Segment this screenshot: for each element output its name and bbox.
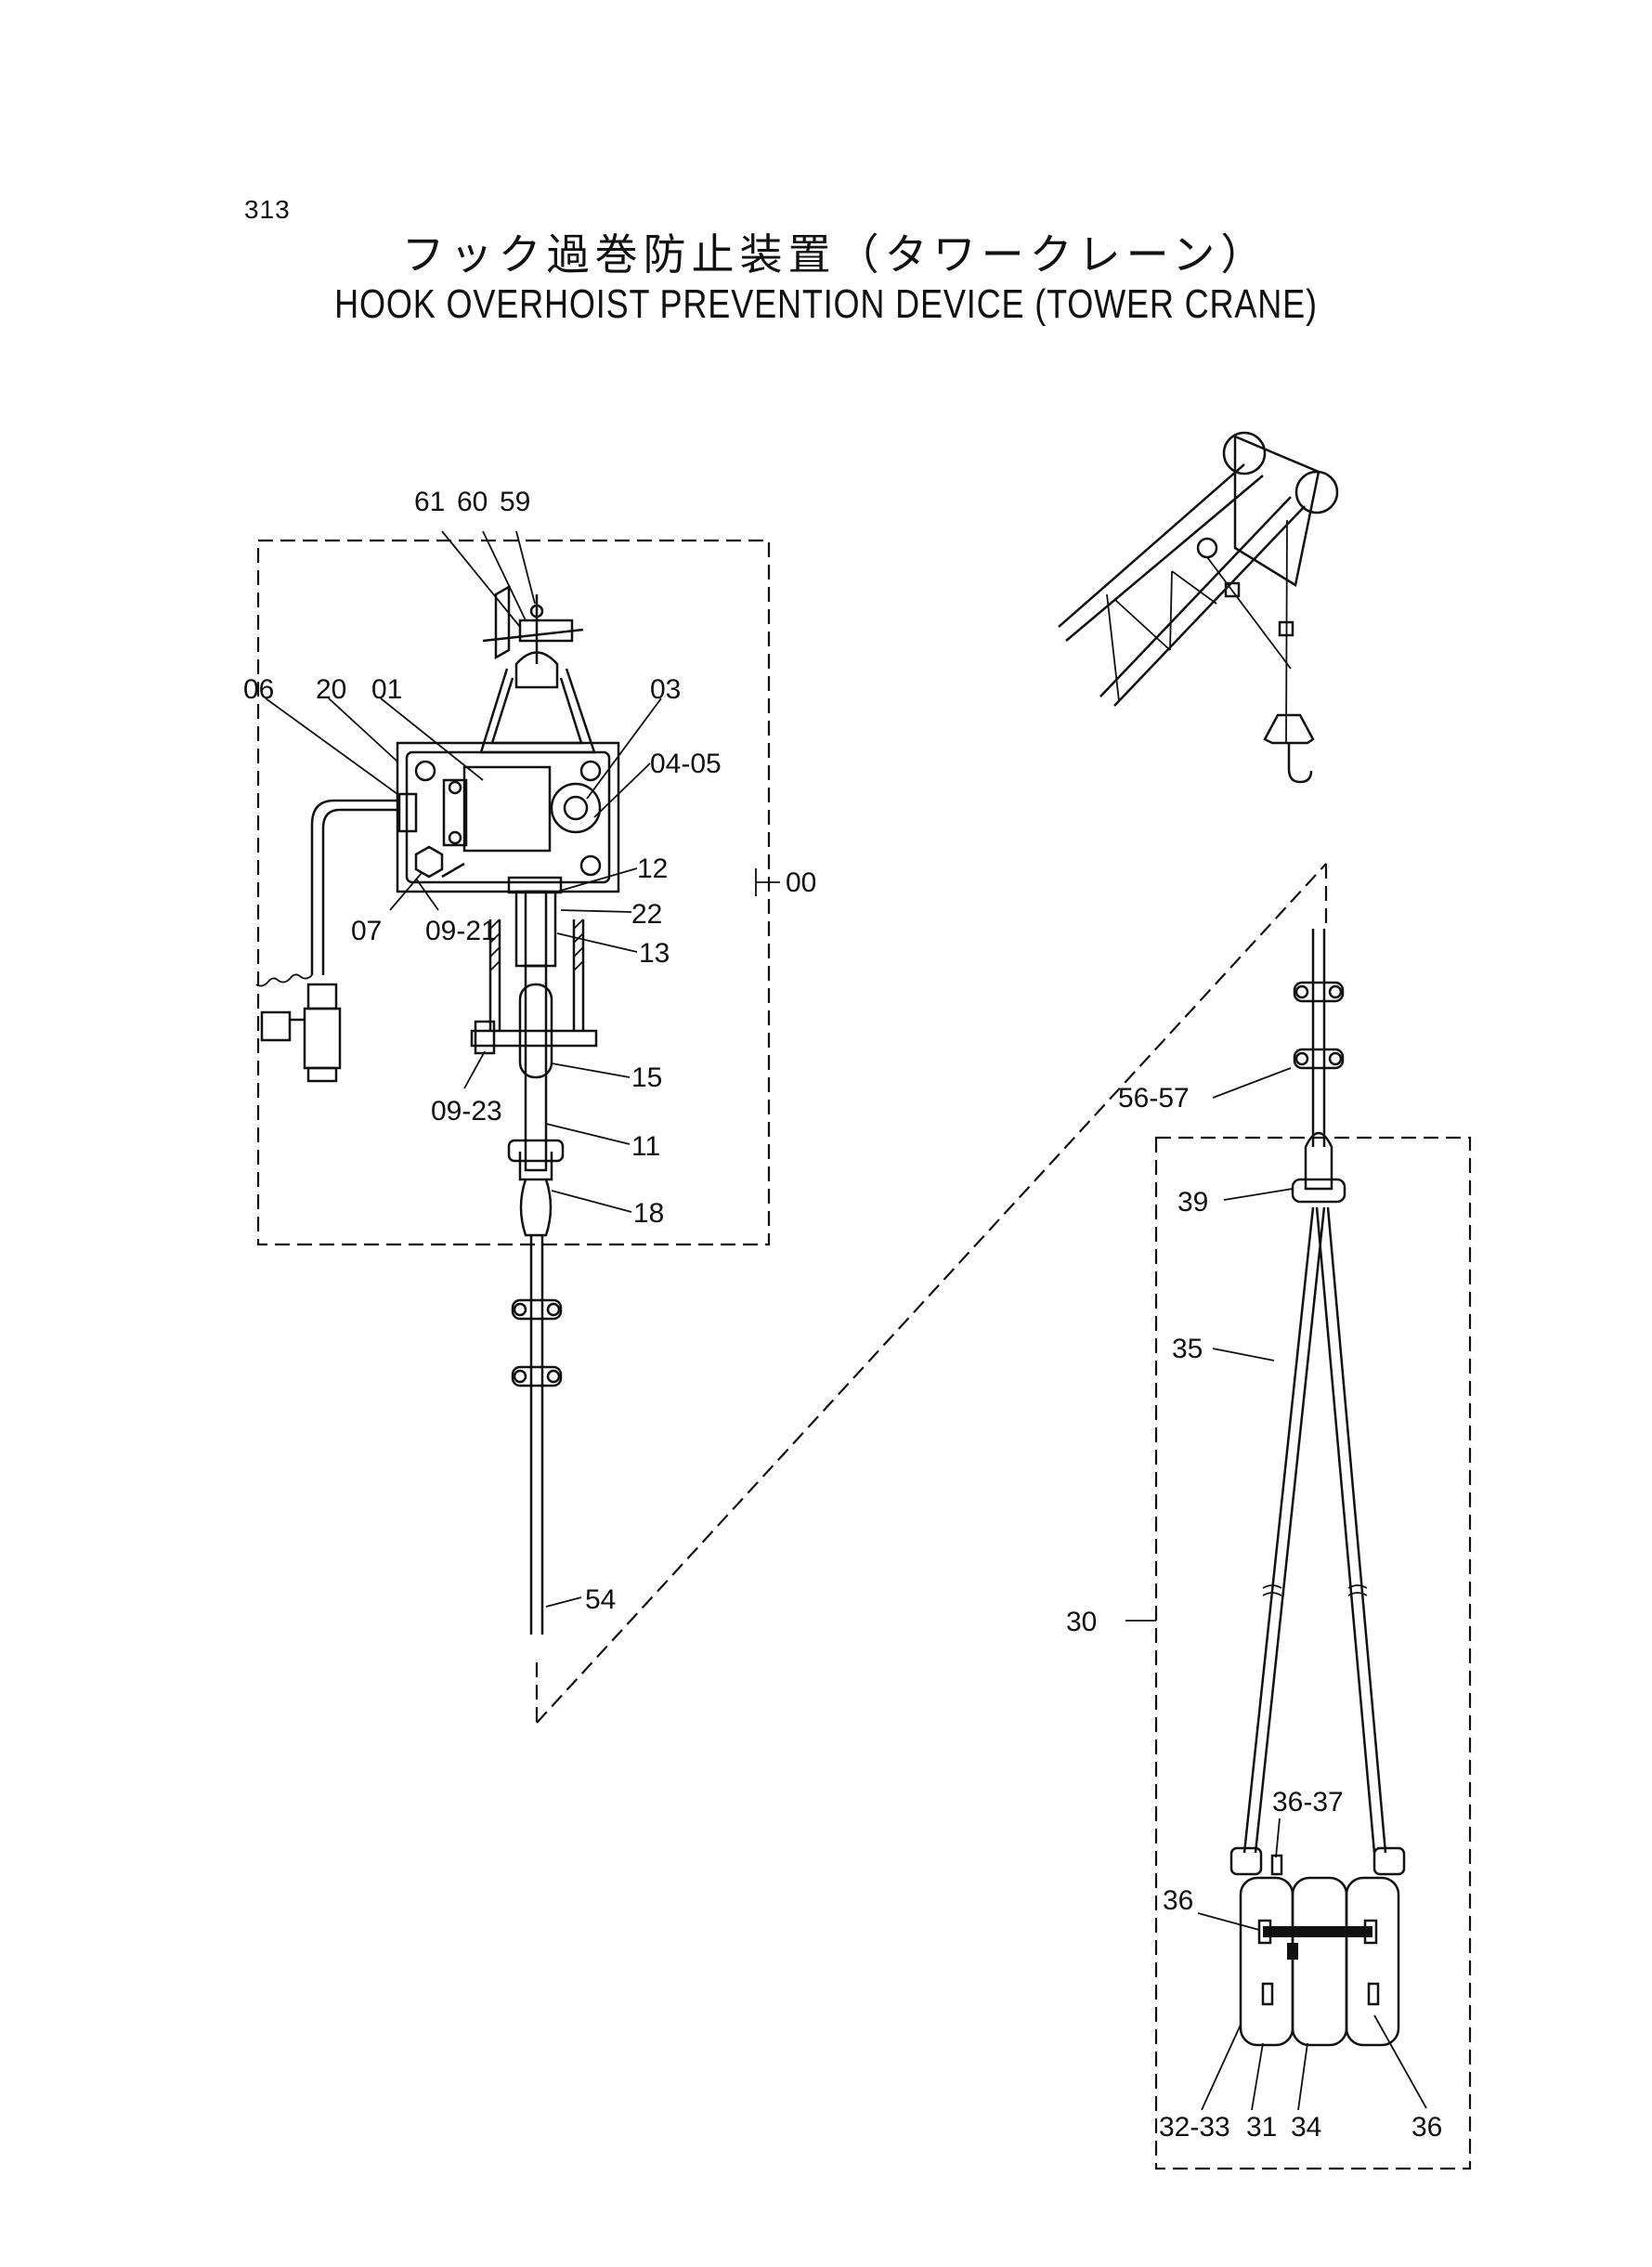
callout-39: 39 <box>1177 1187 1208 1218</box>
callout-09-23: 09-23 <box>431 1096 502 1127</box>
callout-54: 54 <box>585 1584 616 1615</box>
callout-36-37: 36-37 <box>1272 1787 1344 1818</box>
callout-22: 22 <box>631 899 662 930</box>
callout-56-57: 56-57 <box>1118 1083 1190 1114</box>
callout-35: 35 <box>1172 1334 1203 1364</box>
callout-06: 06 <box>243 674 274 705</box>
callout-34: 34 <box>1291 2112 1321 2143</box>
callout-30: 30 <box>1066 1607 1097 1637</box>
callout-61: 61 <box>414 487 445 517</box>
leader-lines-right <box>1125 1067 1427 2111</box>
callout-03: 03 <box>650 674 681 705</box>
callout-11: 11 <box>631 1131 660 1162</box>
callout-04-05: 04-05 <box>650 749 722 779</box>
callout-15: 15 <box>631 1062 662 1093</box>
callout-09-21: 09-21 <box>425 916 497 946</box>
overhoist-switch-assembly <box>255 584 620 1635</box>
page-number: 313 <box>244 195 291 224</box>
assembly-00-boundary <box>256 539 771 1246</box>
callout-20: 20 <box>316 674 346 705</box>
callout-07: 07 <box>351 916 382 946</box>
callout-01: 01 <box>371 674 402 705</box>
callout-12: 12 <box>637 853 668 884</box>
leader-lines-left <box>265 530 780 1608</box>
callout-59: 59 <box>500 487 530 517</box>
tower-crane-jib-sketch <box>1058 431 1339 784</box>
callout-36-b: 36 <box>1411 2112 1442 2143</box>
detail-connector-diagonal <box>536 863 1327 1724</box>
callout-60: 60 <box>457 487 488 517</box>
callout-31: 31 <box>1246 2112 1277 2143</box>
title-english: HOOK OVERHOIST PREVENTION DEVICE (TOWER … <box>334 281 1318 327</box>
weight-assembly <box>1229 929 1406 2047</box>
callout-32-33: 32-33 <box>1159 2112 1230 2143</box>
callout-13: 13 <box>639 938 670 969</box>
assembly-30-boundary <box>1154 1136 1472 2170</box>
callout-00: 00 <box>786 867 816 898</box>
title-japanese: フック過巻防止装置（タワークレーン） <box>401 230 1269 279</box>
callout-36-a: 36 <box>1163 1885 1193 1916</box>
callout-18: 18 <box>633 1198 664 1229</box>
